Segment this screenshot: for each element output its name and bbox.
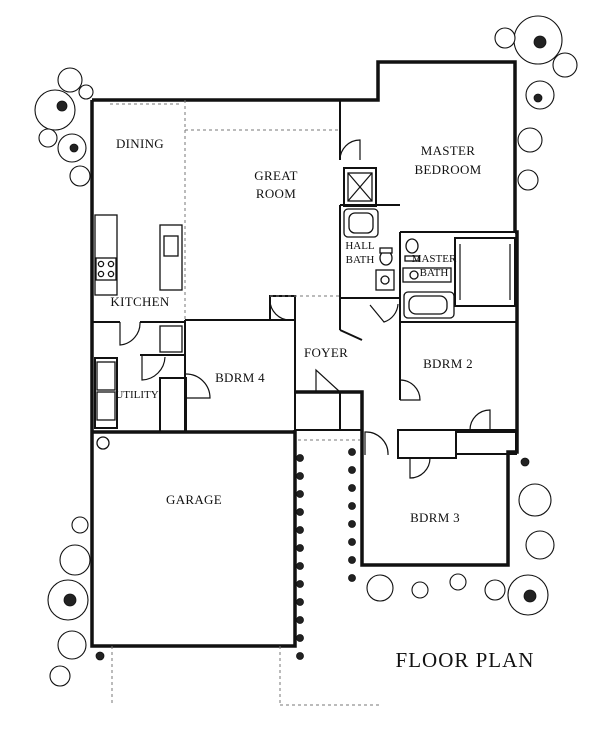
label-master-bath-2: BATH [420, 267, 449, 279]
label-dining: DINING [116, 136, 164, 151]
doors [119, 139, 491, 479]
washer-icon [96, 361, 116, 391]
walkway-shrubs-right [348, 448, 356, 582]
water-heater-icon [96, 436, 110, 450]
label-kitchen: KITCHEN [110, 294, 169, 309]
dryer-icon [96, 391, 116, 421]
range-icon [95, 257, 117, 281]
dashed-openings [110, 100, 380, 706]
label-great-room-1: GREAT [254, 168, 297, 183]
label-master-bedroom-1: MASTER [421, 143, 476, 158]
label-great-room-2: ROOM [256, 186, 296, 201]
shrubs-bottom-left [47, 516, 105, 687]
exterior-walls [90, 60, 519, 648]
label-bedroom-3: BDRM 3 [410, 510, 460, 525]
label-bedroom-2: BDRM 2 [423, 356, 473, 371]
label-hall-bath-1: HALL [345, 240, 375, 252]
label-master-bedroom-2: BEDROOM [414, 162, 481, 177]
kitchen-counter-left [94, 214, 118, 296]
pantry [159, 325, 183, 353]
master-toilet-icon [405, 238, 419, 254]
label-foyer: FOYER [304, 345, 348, 360]
label-garage: GARAGE [166, 492, 222, 507]
walkway-shrubs-left [296, 454, 304, 660]
label-master-bath-1: MASTER [412, 253, 457, 265]
label-utility: UTILITY [115, 389, 158, 401]
shrubs-top-left [34, 67, 94, 187]
interior-walls [92, 100, 517, 565]
fixtures [94, 172, 511, 450]
shower-icon [347, 172, 373, 202]
shrubs-bottom-right [366, 457, 555, 616]
kitchen-island [159, 224, 183, 291]
label-bedroom-4: BDRM 4 [215, 370, 265, 385]
label-hall-bath-2: BATH [346, 254, 375, 266]
plan-title: FLOOR PLAN [396, 648, 535, 672]
room-labels: DINING GREAT ROOM MASTER BEDROOM HALL BA… [110, 136, 481, 525]
shrubs-top-right [494, 15, 578, 191]
